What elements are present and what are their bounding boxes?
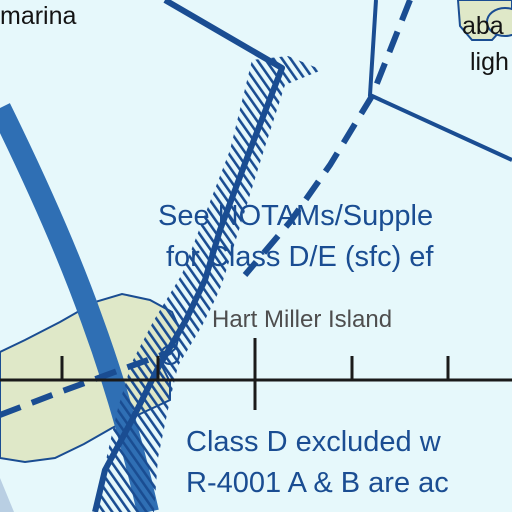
class-e-dashed-boundary-upper — [242, 0, 413, 277]
label-class-d-line2: R-4001 A & B are ac — [186, 467, 449, 499]
label-hart-miller-island: Hart Miller Island — [212, 306, 393, 333]
label-aba: aba — [462, 12, 504, 40]
scale-bar — [0, 338, 512, 410]
label-marina: marina — [0, 2, 77, 30]
landmark-symbol — [486, 7, 512, 37]
label-class-d-line1: Class D excluded w — [186, 426, 441, 458]
label-notams-line2: for Class D/E (sfc) ef — [166, 241, 434, 273]
label-ligh: ligh — [470, 48, 509, 76]
airspace-boundary-line — [92, 0, 285, 512]
label-notams-line1: See NOTAMs/Supple — [158, 200, 434, 232]
airspace-boundary-hatched — [96, 56, 322, 512]
class-e-dashed-boundary-lower — [0, 349, 172, 418]
shoal-strip — [0, 478, 14, 512]
obstruction-circle — [160, 345, 180, 365]
